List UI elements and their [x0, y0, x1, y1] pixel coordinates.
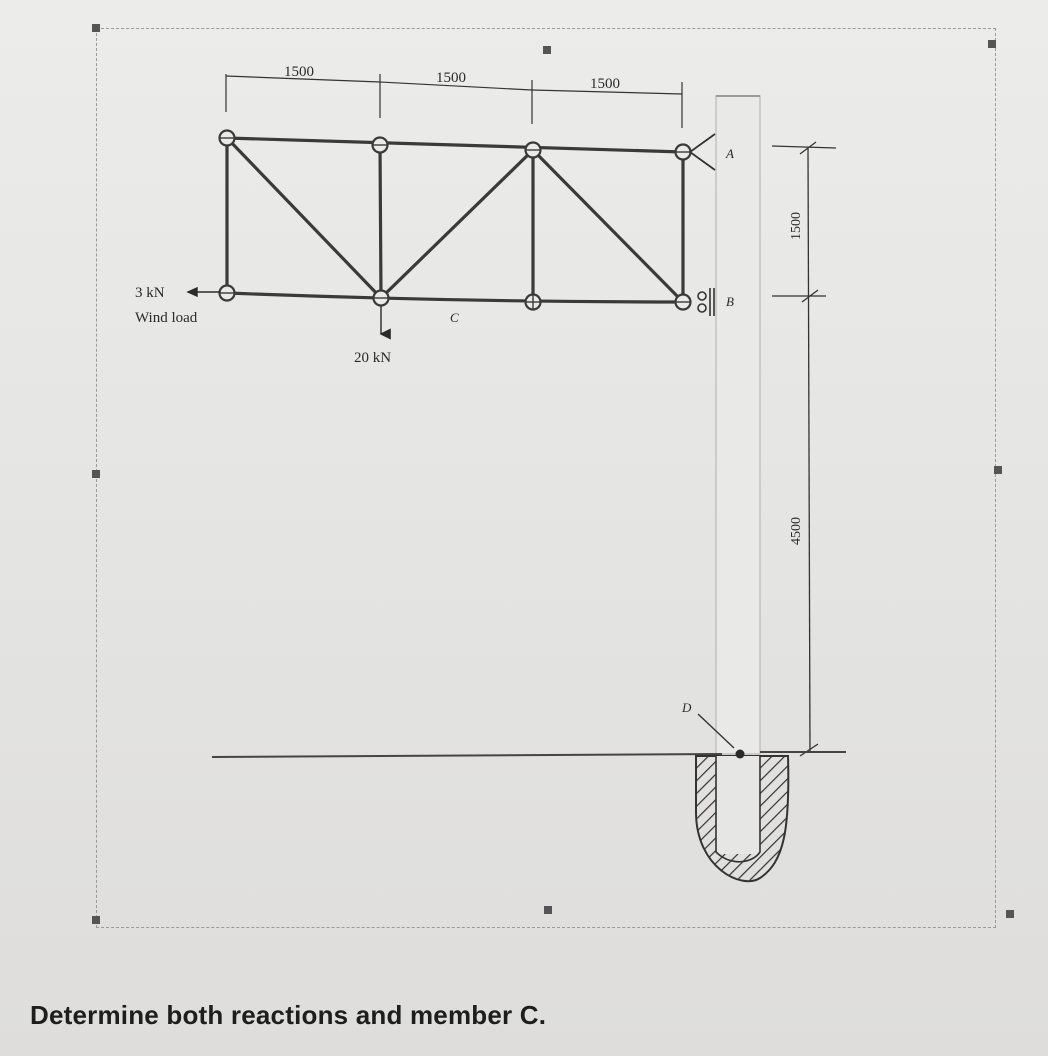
dim-span-1: 1500	[284, 64, 314, 80]
figure-frame	[96, 28, 996, 928]
truss	[225, 136, 685, 304]
support-b-icon	[697, 288, 715, 316]
right-dimension	[771, 141, 837, 757]
resize-handle-bottom-right[interactable]	[1006, 910, 1014, 918]
wind-load-arrow	[186, 286, 220, 298]
bottom-chord-member-c	[225, 291, 685, 304]
dim-right-upper: 1500	[789, 212, 804, 240]
label-b: B	[726, 294, 734, 309]
question-caption: Determine both reactions and member C.	[30, 1000, 547, 1030]
support-a-icon	[688, 133, 716, 171]
dim-right-lower: 4500	[789, 517, 804, 545]
top-dimension	[225, 74, 683, 128]
dim-span-2: 1500	[436, 70, 466, 86]
diagonal-2	[379, 148, 535, 300]
resize-handle-top-left[interactable]	[92, 24, 100, 32]
resize-handle-top-right[interactable]	[988, 40, 996, 48]
diagonal-3	[531, 148, 685, 304]
top-chord	[225, 136, 685, 154]
resize-handle-bottom-left[interactable]	[92, 916, 100, 924]
resize-handle-top-center[interactable]	[543, 46, 551, 54]
column	[715, 95, 761, 755]
vertical-2	[378, 143, 383, 300]
ground-line	[211, 753, 723, 758]
diagonal-1	[225, 136, 383, 300]
wind-load-value: 3 kN	[135, 285, 165, 301]
label-member-c: C	[450, 310, 459, 325]
point-load-value: 20 kN	[354, 350, 391, 366]
dim-span-3: 1500	[590, 76, 620, 92]
truss-diagram: 1500 1500 1500	[135, 64, 846, 883]
resize-handle-bottom-center[interactable]	[544, 906, 552, 914]
label-a: A	[725, 146, 734, 161]
resize-handle-middle-left[interactable]	[92, 470, 100, 478]
wind-load-label: Wind load	[135, 310, 198, 326]
joints	[218, 129, 692, 311]
foundation	[695, 755, 790, 883]
label-d: D	[681, 700, 692, 715]
resize-handle-middle-right[interactable]	[994, 466, 1002, 474]
point-d-marker	[697, 713, 745, 759]
